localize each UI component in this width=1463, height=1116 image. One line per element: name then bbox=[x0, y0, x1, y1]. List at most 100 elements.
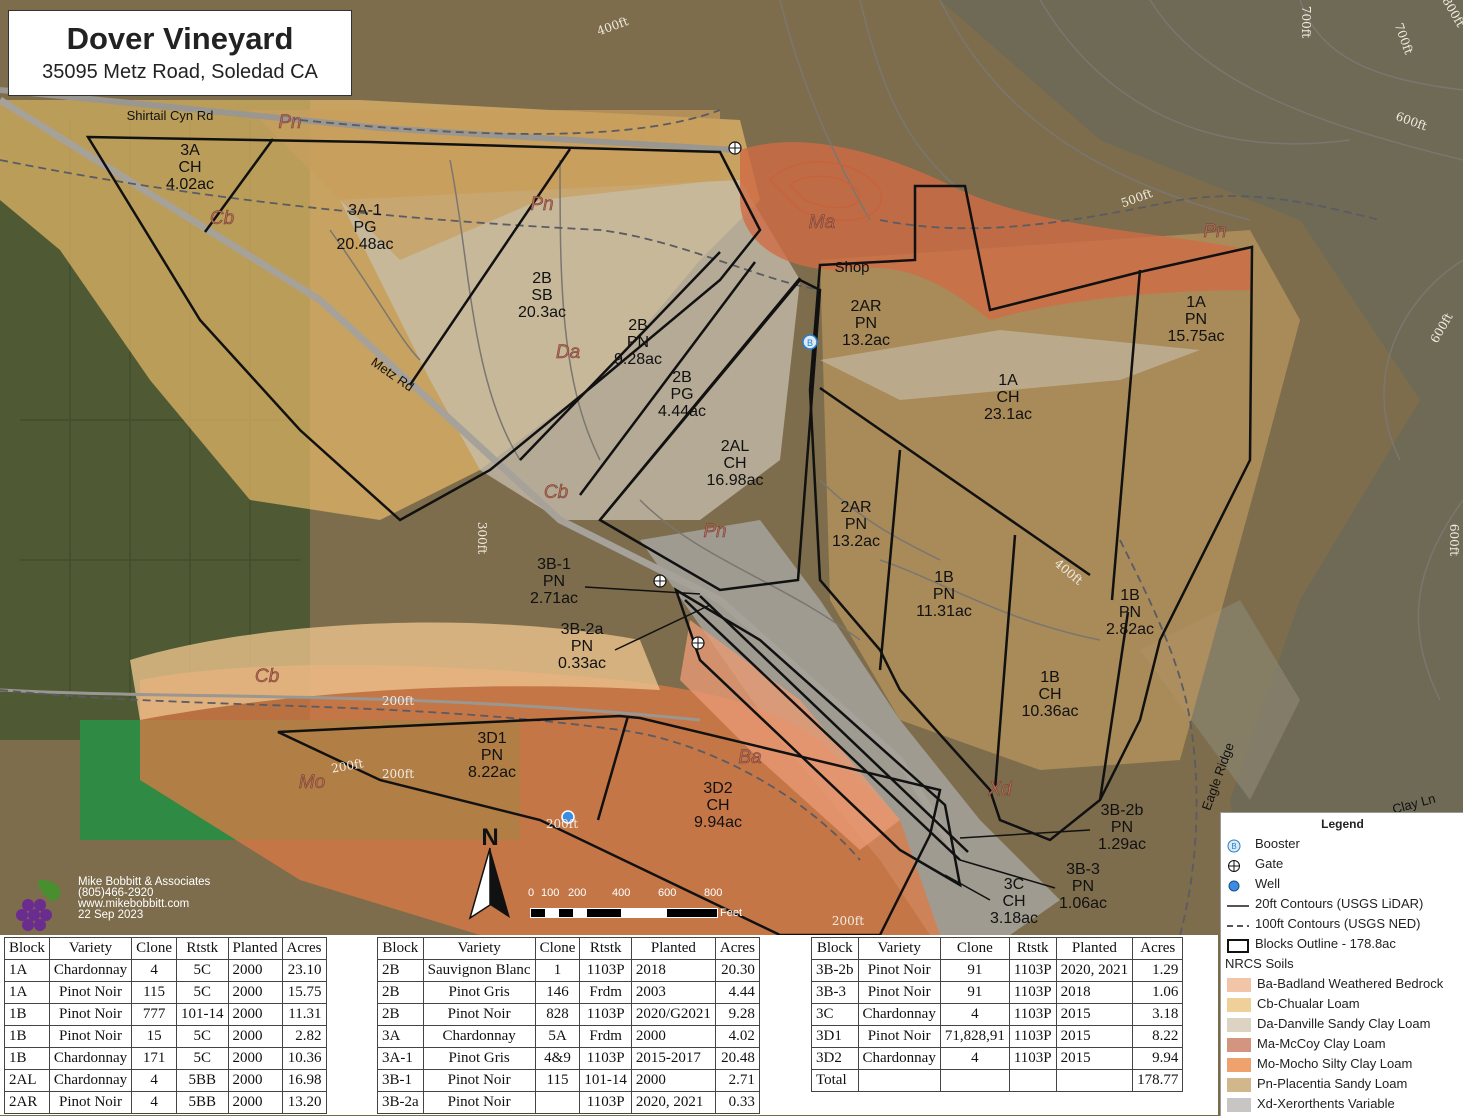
table-cell: 1A bbox=[4, 981, 50, 1004]
soil-swatch bbox=[1227, 977, 1251, 992]
block-label: PN bbox=[627, 334, 649, 351]
block-label: 8.22ac bbox=[468, 764, 516, 781]
credit-line: (805)466-2920 bbox=[78, 887, 154, 899]
contours-100ft bbox=[0, 109, 1381, 935]
legend-title: Legend bbox=[1321, 817, 1364, 831]
column-header: Clone bbox=[131, 937, 178, 960]
metz-rd bbox=[0, 97, 964, 862]
table-cell: 1103P bbox=[579, 1003, 632, 1026]
table-cell: 2000 bbox=[227, 959, 283, 982]
block-label: CH bbox=[1038, 686, 1061, 703]
legend-soil-item: Cb-Chualar Loam bbox=[1227, 995, 1360, 1013]
vineyard-map[interactable]: B N 3ACH4.02ac3A-1PG20.48ac2BSB20.3ac2BP… bbox=[0, 0, 1463, 935]
label-layer: 3ACH4.02ac3A-1PG20.48ac2BSB20.3ac2BPN9.2… bbox=[127, 0, 1463, 928]
table-cell: 3B-3 bbox=[811, 981, 859, 1004]
table-cell: 4.02 bbox=[714, 1025, 760, 1048]
soil-swatch bbox=[1227, 1077, 1251, 1092]
block-label: 1A bbox=[998, 372, 1018, 389]
table-cell: Sauvignon Blanc bbox=[422, 959, 536, 982]
scale-bar bbox=[530, 908, 718, 918]
block-label: 1A bbox=[1186, 294, 1206, 311]
block-label: 2AR bbox=[840, 499, 871, 516]
block-label: 20.3ac bbox=[518, 304, 566, 321]
column-header: Block bbox=[377, 937, 424, 960]
scale-tick: 100 bbox=[541, 887, 560, 899]
table-cell: 91 bbox=[939, 959, 1010, 982]
block-label: 15.75ac bbox=[1168, 328, 1225, 345]
table-cell: 4&9 bbox=[534, 1047, 581, 1070]
soil-code-label: Pn bbox=[703, 521, 726, 542]
table-cell: Pinot Noir bbox=[48, 981, 133, 1004]
column-header: Planted bbox=[227, 937, 283, 960]
block-label: PN bbox=[543, 573, 565, 590]
table-cell bbox=[939, 1069, 1010, 1092]
legend-item-label: Gate bbox=[1255, 856, 1284, 871]
table-cell: 3B-2b bbox=[811, 959, 859, 982]
table-cell: 13.20 bbox=[281, 1091, 327, 1114]
table-cell: 3A-1 bbox=[377, 1047, 424, 1070]
scale-unit: Feet bbox=[720, 907, 743, 919]
legend-item: 100ft Contours (USGS NED) bbox=[1227, 915, 1420, 933]
block-label: 2B bbox=[532, 270, 552, 287]
block-label: 2.71ac bbox=[530, 590, 578, 607]
block-label: 20.48ac bbox=[337, 236, 394, 253]
contour-label: 200ft bbox=[382, 767, 414, 781]
legend-item-label: 100ft Contours (USGS NED) bbox=[1255, 916, 1421, 931]
south-road bbox=[0, 688, 701, 722]
table-cell: 4 bbox=[131, 959, 178, 982]
table-cell: 0.33 bbox=[714, 1091, 760, 1114]
table-cell: 3A bbox=[377, 1025, 424, 1048]
block-label: PN bbox=[1111, 819, 1133, 836]
block-label: 1B bbox=[1120, 587, 1140, 604]
block-label: 3.18ac bbox=[990, 910, 1038, 927]
legend-soil-item: Pn-Placentia Sandy Loam bbox=[1227, 1075, 1407, 1093]
title-box: Dover Vineyard 35095 Metz Road, Soledad … bbox=[8, 10, 352, 96]
column-header: Acres bbox=[1132, 937, 1184, 960]
table-cell: 2.82 bbox=[281, 1025, 327, 1048]
block-label: 16.98ac bbox=[707, 472, 764, 489]
block-label: 1.29ac bbox=[1098, 836, 1146, 853]
map-subtitle: 35095 Metz Road, Soledad CA bbox=[42, 61, 318, 83]
contour-label: 200ft bbox=[832, 914, 864, 928]
table-cell bbox=[1055, 1069, 1134, 1092]
legend-soil-item: Da-Danville Sandy Clay Loam bbox=[1227, 1015, 1430, 1033]
table-cell: 2020/G2021 bbox=[630, 1003, 716, 1026]
table-cell: 3B-2a bbox=[377, 1091, 424, 1114]
table-cell: 2000 bbox=[630, 1069, 716, 1092]
legend-soil-label: Pn-Placentia Sandy Loam bbox=[1257, 1076, 1408, 1091]
gate-icon bbox=[1227, 859, 1249, 872]
soil-code-label: Da bbox=[556, 342, 580, 363]
leader-lines bbox=[584, 586, 1091, 901]
block-label: 9.28ac bbox=[614, 351, 662, 368]
legend-soil-item: Mo-Mocho Silty Clay Loam bbox=[1227, 1055, 1412, 1073]
block-label: 2.82ac bbox=[1106, 621, 1154, 638]
ma-hill-contours bbox=[768, 161, 883, 222]
table-cell: Pinot Noir bbox=[48, 1091, 133, 1114]
table-cell: 1B bbox=[4, 1003, 50, 1026]
block-label: 9.94ac bbox=[694, 814, 742, 831]
table-cell: 2000 bbox=[227, 1091, 283, 1114]
column-header: Block bbox=[4, 937, 50, 960]
table-cell: 2000 bbox=[227, 981, 283, 1004]
soil-code-label: Pn bbox=[278, 112, 301, 133]
legend-item: Blocks Outline - 178.8ac bbox=[1227, 935, 1396, 953]
table-cell: Chardonnay bbox=[857, 1047, 941, 1070]
legend-item-label: Booster bbox=[1255, 836, 1300, 851]
legend-item: 20ft Contours (USGS LiDAR) bbox=[1227, 895, 1423, 913]
table-cell: 1103P bbox=[1008, 1025, 1057, 1048]
legend-item-label: 20ft Contours (USGS LiDAR) bbox=[1255, 896, 1424, 911]
block-label: PN bbox=[1119, 604, 1141, 621]
block-label: PG bbox=[670, 386, 693, 403]
contour-label: 700ft bbox=[1299, 6, 1313, 38]
